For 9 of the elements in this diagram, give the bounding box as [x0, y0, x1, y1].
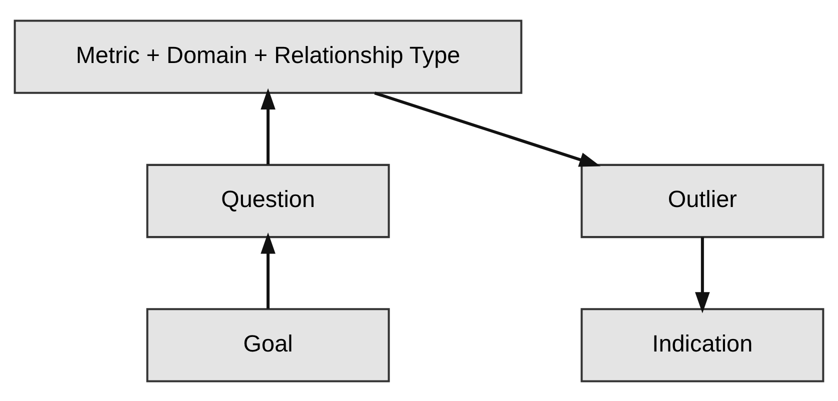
- arrow: [695, 236, 710, 313]
- node-box: Indication: [580, 308, 824, 382]
- node-box: Goal: [146, 308, 390, 382]
- arrow: [260, 232, 276, 308]
- node-box: Question: [146, 163, 390, 238]
- node-box: Metric + Domain + Relationship Type: [14, 19, 522, 94]
- node-box: Outlier: [580, 163, 824, 238]
- arrow: [260, 88, 276, 164]
- arrow: [374, 91, 601, 166]
